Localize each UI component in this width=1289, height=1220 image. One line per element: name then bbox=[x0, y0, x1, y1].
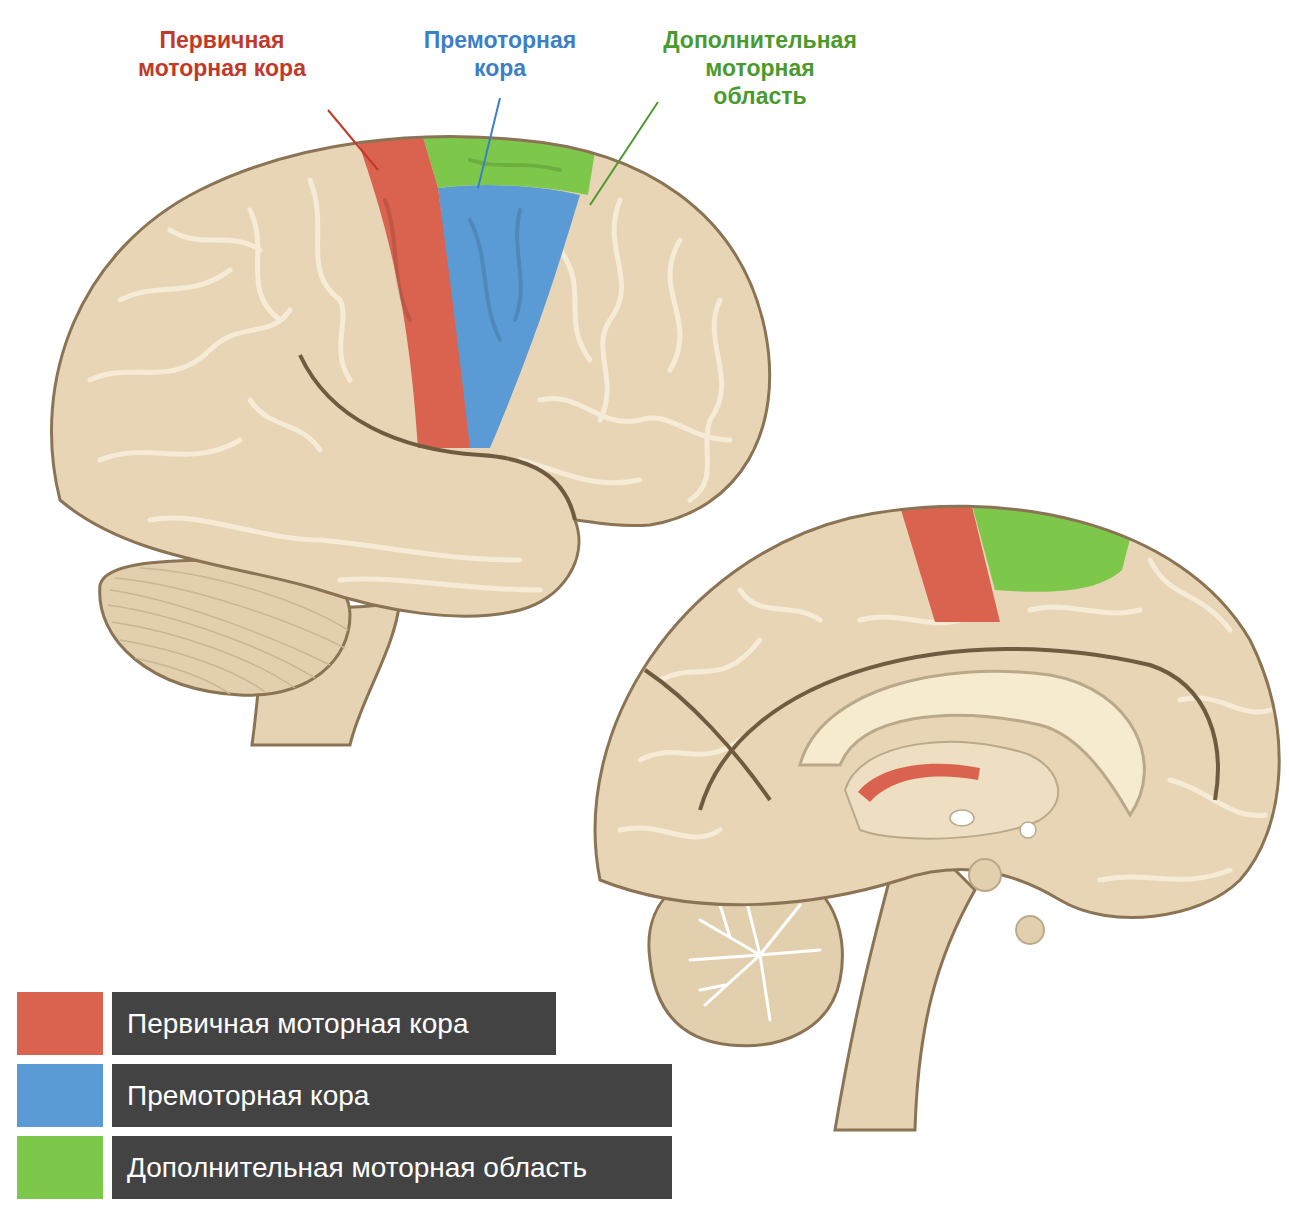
legend-bar: Премоторная кора bbox=[112, 1064, 672, 1127]
legend-bar: Дополнительная моторная область bbox=[112, 1136, 672, 1199]
leader-line bbox=[478, 98, 500, 188]
arbor-vitae bbox=[690, 895, 820, 1020]
legend-text: Дополнительная моторная область bbox=[112, 1136, 672, 1199]
legend-swatch bbox=[17, 1064, 103, 1127]
supplementary-motor-area-medial bbox=[968, 490, 1140, 592]
leader-line bbox=[590, 102, 658, 205]
primary-motor-area bbox=[350, 120, 470, 448]
leader-line bbox=[328, 110, 378, 170]
legend-text: Первичная моторная кора bbox=[112, 992, 556, 1055]
parieto-occipital-sulcus bbox=[645, 670, 770, 800]
supplementary-motor-area bbox=[418, 120, 600, 195]
lateral-fissure bbox=[300, 355, 575, 520]
legend-swatch bbox=[17, 992, 103, 1055]
area-label: Дополнительная моторная область bbox=[663, 26, 857, 110]
thalamus bbox=[845, 742, 1058, 839]
legend-swatch bbox=[17, 1136, 103, 1199]
area-label: Первичная моторная кора bbox=[127, 26, 317, 82]
legend-text: Премоторная кора bbox=[112, 1064, 672, 1127]
red-region-medial bbox=[858, 764, 980, 802]
area-label: Премоторная кора bbox=[424, 26, 576, 82]
legend-bar: Первичная моторная кора bbox=[112, 992, 556, 1055]
